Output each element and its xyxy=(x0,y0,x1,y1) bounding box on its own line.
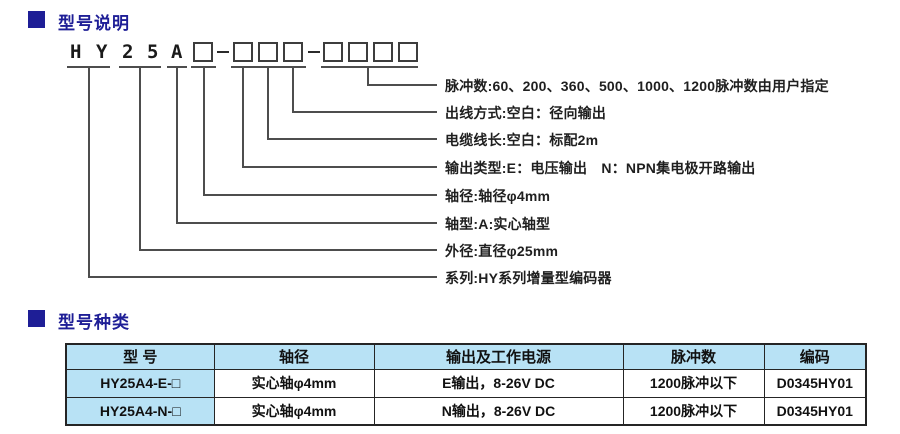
model-code-placeholder-box xyxy=(193,42,213,62)
section-bullet-icon xyxy=(28,11,45,28)
connector-line xyxy=(139,249,437,251)
connector-line xyxy=(176,222,437,224)
model-code-placeholder-box xyxy=(373,42,393,62)
model-code-placeholder-box xyxy=(233,42,253,62)
col-header-shaft: 轴径 xyxy=(213,343,375,370)
model-code-char: A xyxy=(171,41,183,63)
cell-shaft: 实心轴φ4mm xyxy=(213,368,375,398)
connector-line xyxy=(292,111,437,113)
model-type-table: 型 号 轴径 输出及工作电源 脉冲数 编码 HY25A4-E-□ 实心轴φ4mm… xyxy=(65,343,867,426)
table-header-row: 型 号 轴径 输出及工作电源 脉冲数 编码 xyxy=(65,343,867,370)
label-shaft-type: 轴型:A:实心轴型 xyxy=(445,216,551,232)
cell-pulse: 1200脉冲以下 xyxy=(622,368,765,398)
connector-line xyxy=(267,67,269,139)
connector-line xyxy=(242,67,244,167)
label-series: 系列:HY系列增量型编码器 xyxy=(445,270,612,286)
underline-output-type xyxy=(231,66,256,68)
label-cable-length: 电缆线长:空白：标配2m xyxy=(445,132,599,148)
cell-model: HY25A4-N-□ xyxy=(65,396,215,426)
connector-line xyxy=(367,66,369,85)
label-outer-diameter: 外径:直径φ25mm xyxy=(445,243,559,259)
model-code-char: Y xyxy=(96,41,108,63)
connector-line xyxy=(367,84,437,86)
connector-line xyxy=(292,67,294,112)
col-header-code: 编码 xyxy=(763,343,867,370)
underline-wiring-mode xyxy=(281,66,306,68)
section-title-model-types: 型号种类 xyxy=(58,313,130,332)
connector-line xyxy=(203,194,437,196)
connector-line xyxy=(88,67,90,277)
cell-output-power: E输出，8-26V DC xyxy=(373,368,624,398)
connector-line xyxy=(176,67,178,223)
table-row: HY25A4-N-□ 实心轴φ4mm N输出，8-26V DC 1200脉冲以下… xyxy=(65,396,867,426)
model-code-placeholder-box xyxy=(348,42,368,62)
label-wiring-mode: 出线方式:空白：径向输出 xyxy=(445,105,607,121)
model-code-char: 5 xyxy=(147,41,159,63)
model-code-placeholder-box xyxy=(398,42,418,62)
label-pulse-count: 脉冲数:60、200、360、500、1000、1200脉冲数由用户指定 xyxy=(445,78,829,94)
cell-pulse: 1200脉冲以下 xyxy=(622,396,765,426)
underline-pulse-count xyxy=(321,66,418,68)
label-shaft-size: 轴径:轴径φ4mm xyxy=(445,188,551,204)
section-bullet-icon xyxy=(28,310,45,327)
model-code-char: 2 xyxy=(122,41,134,63)
model-code-dash xyxy=(217,51,229,53)
connector-line xyxy=(139,67,141,250)
underline-cable-length xyxy=(256,66,281,68)
cell-code: D0345HY01 xyxy=(763,368,867,398)
model-code-placeholder-box xyxy=(323,42,343,62)
cell-output-power: N输出，8-26V DC xyxy=(373,396,624,426)
connector-line xyxy=(88,276,437,278)
model-code-dash xyxy=(308,51,320,53)
col-header-pulse: 脉冲数 xyxy=(622,343,765,370)
col-header-model: 型 号 xyxy=(65,343,215,370)
cell-code: D0345HY01 xyxy=(763,396,867,426)
col-header-output-power: 输出及工作电源 xyxy=(373,343,624,370)
connector-line xyxy=(267,138,437,140)
connector-line xyxy=(242,166,437,168)
label-output-type: 输出类型:E：电压输出 N：NPN集电极开路输出 xyxy=(445,160,756,176)
cell-shaft: 实心轴φ4mm xyxy=(213,396,375,426)
connector-line xyxy=(203,67,205,195)
model-code-char: H xyxy=(70,41,82,63)
cell-model: HY25A4-E-□ xyxy=(65,368,215,398)
model-code-placeholder-box xyxy=(283,42,303,62)
table-row: HY25A4-E-□ 实心轴φ4mm E输出，8-26V DC 1200脉冲以下… xyxy=(65,368,867,398)
section-title-model-description: 型号说明 xyxy=(58,14,130,33)
model-code-placeholder-box xyxy=(258,42,278,62)
